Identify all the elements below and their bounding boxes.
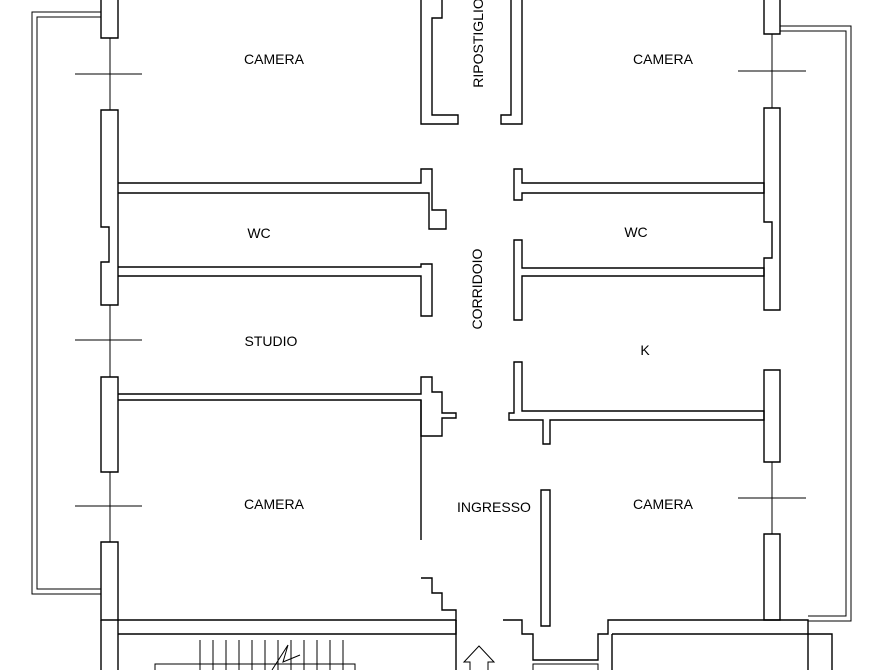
ripostiglio-walls: [420, 0, 523, 125]
room-label-wc-right: WC: [624, 224, 647, 240]
room-label-studio: STUDIO: [245, 333, 298, 349]
windows: [75, 34, 806, 542]
room-label-wc-left: WC: [247, 225, 270, 241]
room-label-corridoio: CORRIDOIO: [469, 248, 485, 329]
room-label-k: K: [640, 342, 650, 358]
balcony-left: [31, 11, 101, 595]
balcony-right: [780, 25, 852, 622]
room-label-camera-top-left: CAMERA: [244, 51, 305, 67]
entrance-arrow-icon: [462, 645, 496, 670]
left-partitions: [118, 168, 457, 621]
bottom-structure: [100, 619, 833, 670]
staircase: [154, 640, 356, 670]
right-partitions: [508, 168, 765, 627]
room-label-ripostiglio: RIPOSTIGLIO: [470, 0, 486, 88]
room-label-camera-top-right: CAMERA: [633, 51, 694, 67]
room-label-camera-bottom-left: CAMERA: [244, 496, 305, 512]
room-label-camera-bottom-right: CAMERA: [633, 496, 694, 512]
room-label-ingresso: INGRESSO: [457, 499, 531, 515]
